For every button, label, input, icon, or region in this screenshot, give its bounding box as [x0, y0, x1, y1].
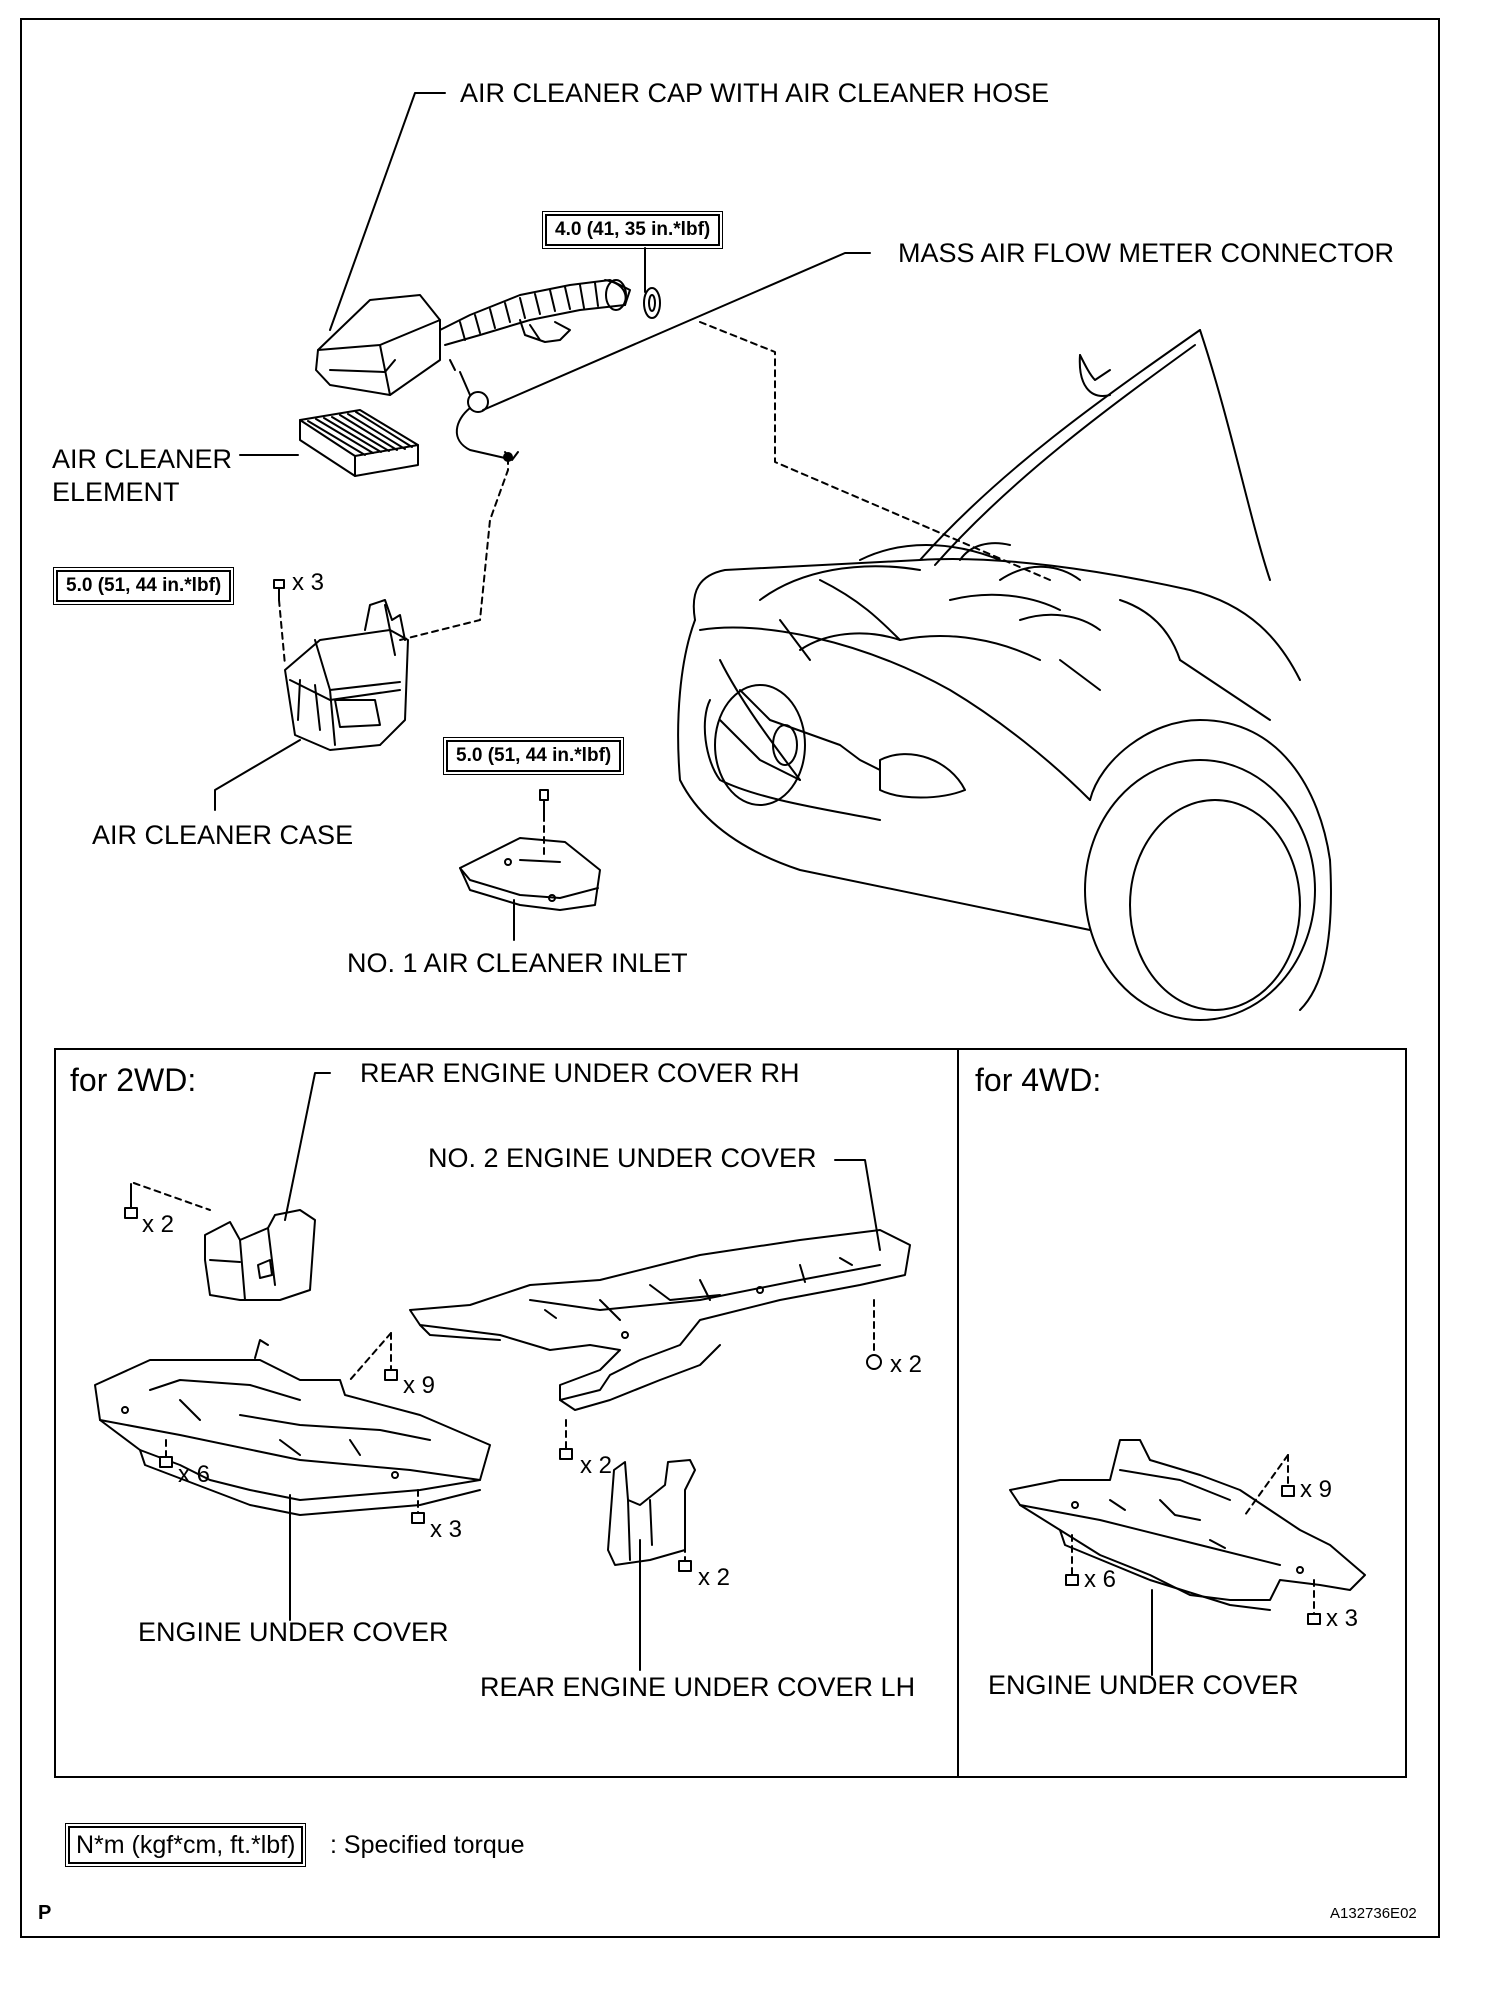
4wd-dashed-lines	[1071, 1454, 1315, 1615]
qty-no2-x2-left: x 2	[580, 1452, 613, 1479]
no2-cover-drawing	[409, 1229, 911, 1411]
case-bolt-drawing	[273, 579, 285, 601]
top-dashed-lines	[278, 321, 1051, 856]
label-engine-cover-2wd: ENGINE UNDER COVER	[138, 1617, 449, 1647]
2wd-leader-lines	[284, 1072, 881, 1671]
corner-mark: P	[38, 1902, 52, 1924]
air-cleaner-element-drawing	[299, 409, 419, 477]
qty-rh-x2: x 2	[142, 1211, 175, 1238]
panel-2wd-title: for 2WD:	[70, 1062, 197, 1098]
qty-4wd-x9: x 9	[1300, 1476, 1333, 1503]
2wd-dashed-lines	[130, 1181, 875, 1562]
air-cleaner-cap-drawing	[315, 279, 661, 462]
legend-torque-box: N*m (kgf*cm, ft.*lbf)	[64, 1823, 307, 1867]
legend-torque-text: : Specified torque	[330, 1831, 525, 1859]
label-rear-lh: REAR ENGINE UNDER COVER LH	[480, 1672, 916, 1702]
4wd-fasteners	[1065, 1485, 1321, 1625]
figure-code: A132736E02	[1330, 1905, 1417, 1922]
label-air-cleaner-element: AIR CLEANER ELEMENT	[52, 443, 232, 509]
label-rear-rh: REAR ENGINE UNDER COVER RH	[360, 1058, 800, 1088]
top-leader-lines	[214, 92, 871, 941]
label-maf-connector: MASS AIR FLOW METER CONNECTOR	[898, 238, 1395, 268]
2wd-fasteners	[124, 1189, 882, 1572]
rear-rh-cover-drawing	[204, 1209, 316, 1301]
label-no1-inlet: NO. 1 AIR CLEANER INLET	[347, 948, 688, 978]
panel-4wd-title: for 4WD:	[975, 1062, 1102, 1098]
torque-inlet-bolt: 5.0 (51, 44 in.*lbf)	[442, 737, 625, 775]
qty-2wd-x3: x 3	[430, 1516, 463, 1543]
qty-lh-x2: x 2	[698, 1564, 731, 1591]
qty-no2-x2-right: x 2	[890, 1351, 923, 1378]
vehicle-drawing	[677, 329, 1332, 1021]
label-engine-cover-4wd: ENGINE UNDER COVER	[988, 1670, 1299, 1700]
engine-under-cover-4wd-drawing	[1009, 1439, 1366, 1611]
label-air-cleaner-element-line1: AIR CLEANER	[52, 444, 233, 474]
engine-under-cover-2wd-drawing	[94, 1339, 491, 1516]
label-air-cleaner-cap: AIR CLEANER CAP WITH AIR CLEANER HOSE	[460, 78, 1050, 108]
label-no2-cover: NO. 2 ENGINE UNDER COVER	[428, 1143, 817, 1173]
qty-2wd-x6: x 6	[178, 1461, 211, 1488]
panel-4wd	[957, 1048, 1407, 1778]
qty-2wd-x9: x 9	[403, 1372, 436, 1399]
torque-clamp: 4.0 (41, 35 in.*lbf)	[541, 211, 724, 249]
qty-4wd-x3: x 3	[1326, 1605, 1359, 1632]
qty-4wd-x6: x 6	[1084, 1566, 1117, 1593]
torque-case-bolts: 5.0 (51, 44 in.*lbf)	[52, 567, 235, 605]
page-frame	[20, 18, 1440, 1938]
rear-lh-cover-drawing	[607, 1459, 696, 1566]
qty-case-bolts: x 3	[292, 569, 325, 596]
label-air-cleaner-element-line2: ELEMENT	[52, 477, 180, 507]
no1-inlet-drawing	[459, 789, 601, 911]
label-air-cleaner-case: AIR CLEANER CASE	[92, 820, 354, 850]
air-cleaner-case-drawing	[284, 599, 409, 751]
